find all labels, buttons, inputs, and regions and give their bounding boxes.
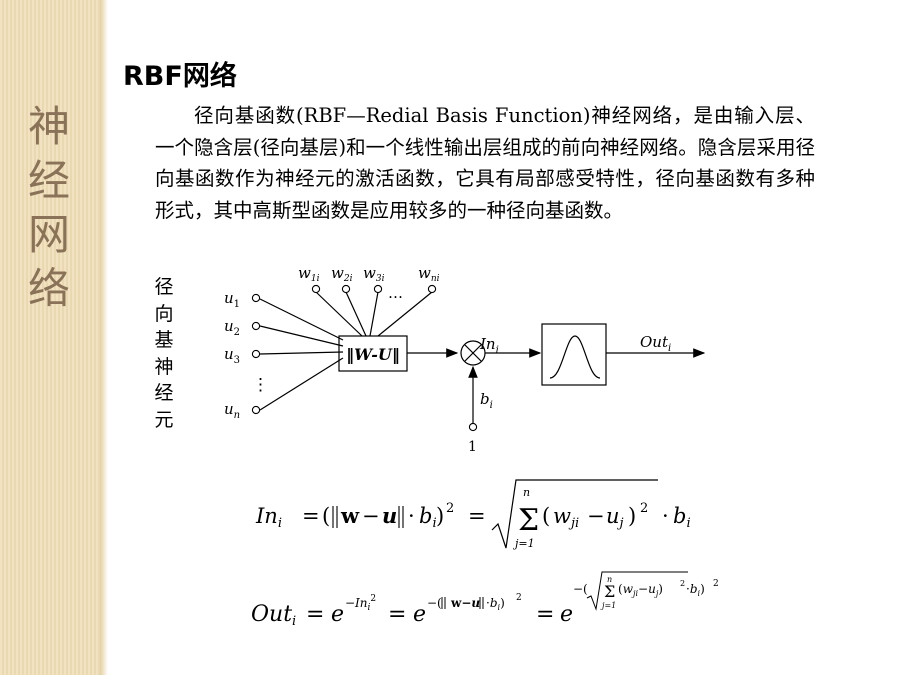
bias-input-value: 1: [468, 439, 477, 455]
sum-lower-limit: j=1: [512, 537, 535, 550]
input-u3-label: u3: [224, 345, 240, 366]
side-label-char: 基: [154, 329, 174, 351]
out-signal-label: Outi: [640, 333, 671, 354]
svg-text:(: (: [542, 504, 550, 528]
sidebar-title-char: 络: [27, 264, 70, 313]
sidebar-title-char: 神: [27, 102, 70, 151]
svg-text:2: 2: [516, 593, 522, 603]
in-formula: Ini = ( w − u · bi ) 2 = Σ n j=1 ( wji −…: [255, 479, 691, 550]
svg-text:=: =: [468, 504, 486, 528]
sidebar-title-char: 网: [27, 210, 70, 259]
weight-w2i-label: w2i: [331, 264, 353, 284]
side-label-char: 经: [154, 382, 174, 404]
svg-text:·: ·: [408, 504, 415, 528]
sidebar-title: 神 经 网 络: [24, 100, 74, 316]
svg-text:2: 2: [640, 501, 648, 516]
svg-text:uj: uj: [606, 504, 624, 531]
input-un-label: un: [224, 400, 240, 421]
input-u2-label: u2: [224, 317, 240, 338]
weights-ellipsis: …: [388, 284, 403, 302]
exp-base-3: e: [560, 602, 573, 627]
svg-text:Σ: Σ: [604, 582, 615, 601]
rbf-neuron-diagram: u1 u2 u3 un w1i w2i w3i wni Ini bi Outi …: [224, 264, 706, 455]
svg-text:w: w: [340, 503, 360, 528]
svg-text:=: =: [388, 602, 406, 627]
svg-text:·bi): ·bi): [486, 596, 505, 612]
svg-text:2: 2: [713, 579, 719, 589]
exp-base-1: e: [331, 602, 344, 627]
svg-text:=: =: [536, 602, 554, 627]
inputs-vertical-ellipsis: ⋮: [252, 375, 269, 395]
side-label-char: 神: [154, 355, 174, 378]
sidebar-title-char: 经: [27, 156, 70, 205]
svg-text:−: −: [587, 504, 605, 528]
svg-text:·: ·: [662, 504, 669, 528]
input-u1-label: u1: [224, 289, 240, 310]
svg-text:=: =: [302, 504, 320, 528]
svg-text:2: 2: [446, 501, 454, 516]
bias-label: bi: [480, 390, 493, 411]
side-label-char: 径: [154, 276, 174, 298]
side-label-char: 向: [154, 302, 174, 325]
svg-text:(wji−uj): (wji−uj): [618, 582, 663, 598]
diagram-side-label: 径 向 基 神 经 元: [152, 274, 176, 433]
svg-text:−(: −(: [573, 582, 588, 596]
exp-base-2: e: [413, 602, 426, 627]
sum-upper-limit: n: [523, 486, 530, 499]
svg-text:−: −: [362, 504, 380, 528]
sidebar-edge: [100, 0, 108, 675]
svg-text:=: =: [306, 602, 324, 627]
slide-title: RBF网络: [123, 61, 237, 92]
svg-text:w−u: w−u: [450, 596, 480, 610]
svg-text:j=1: j=1: [600, 601, 616, 610]
svg-text:bi: bi: [419, 504, 437, 531]
svg-text:2: 2: [680, 579, 685, 588]
in-signal-label: Ini: [479, 335, 499, 356]
svg-text:Σ: Σ: [518, 503, 539, 538]
svg-text:u: u: [382, 503, 397, 528]
weight-wni-label: wni: [418, 264, 440, 284]
svg-text:wji: wji: [553, 504, 579, 531]
out-formula: Outi = e −Ini2 = e −( w−u ·bi) 2 = e −( …: [251, 571, 719, 629]
svg-text:n: n: [607, 575, 612, 584]
svg-text:−Ini2: −Ini2: [345, 594, 376, 613]
in-lhs: Ini: [255, 504, 282, 531]
svg-text:bi: bi: [673, 504, 691, 531]
svg-text:): ): [436, 504, 444, 528]
svg-text:·bi): ·bi): [686, 582, 705, 598]
out-lhs: Outi: [251, 602, 296, 629]
norm-block-label: ‖W-U‖: [346, 345, 400, 364]
sidebar-panel: [0, 0, 100, 675]
svg-text:): ): [628, 504, 636, 528]
intro-paragraph: 径向基函数(RBF—Redial Basis Function)神经网络，是由输…: [155, 104, 815, 222]
weight-w3i-label: w3i: [363, 264, 385, 284]
side-label-char: 元: [154, 408, 174, 431]
svg-text:−(: −(: [427, 596, 442, 610]
svg-text:(: (: [322, 504, 330, 528]
weight-w1i-label: w1i: [298, 264, 320, 284]
